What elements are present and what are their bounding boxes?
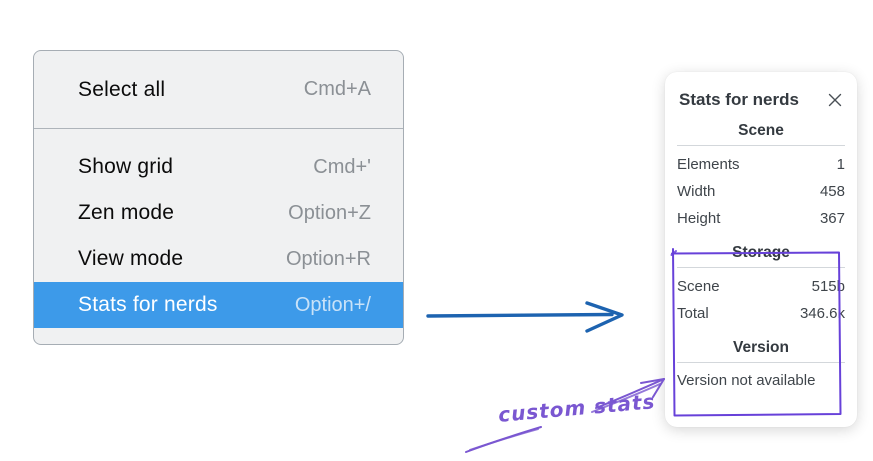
menu-item-zen-mode[interactable]: Zen mode Option+Z bbox=[34, 190, 403, 236]
stat-row-width: Width 458 bbox=[677, 178, 845, 205]
menu-item-shortcut: Cmd+' bbox=[313, 155, 371, 178]
stat-value: 1 bbox=[836, 156, 845, 173]
stats-panel-header: Stats for nerds bbox=[679, 90, 843, 110]
stats-section-storage: Storage Scene 515b Total 346.6k bbox=[677, 242, 845, 327]
stat-label: Scene bbox=[677, 278, 720, 295]
blue-arrow bbox=[426, 301, 624, 333]
section-title: Scene bbox=[738, 122, 784, 139]
section-rule bbox=[677, 267, 845, 268]
menu-item-shortcut: Cmd+A bbox=[303, 78, 371, 100]
close-button[interactable] bbox=[827, 92, 843, 108]
close-icon bbox=[828, 93, 842, 107]
section-title: Version bbox=[733, 339, 789, 356]
menu-item-label: Show grid bbox=[78, 155, 174, 178]
stat-row-scene-storage: Scene 515b bbox=[677, 273, 845, 300]
stat-value: 346.6k bbox=[799, 305, 845, 322]
menu-item-label: Stats for nerds bbox=[78, 293, 218, 316]
stat-value: 515b bbox=[811, 278, 845, 295]
menu-item-shortcut: Option+R bbox=[285, 247, 371, 270]
menu-item-show-grid[interactable]: Show grid Cmd+' bbox=[34, 144, 403, 190]
stat-row-total-storage: Total 346.6k bbox=[677, 300, 845, 327]
menu-separator bbox=[34, 128, 403, 129]
annotation-label: custom stats bbox=[497, 389, 657, 427]
stats-section-version: Version Version not available bbox=[677, 337, 845, 394]
stats-panel-title: Stats for nerds bbox=[679, 90, 799, 109]
menu-item-label: Select all bbox=[78, 77, 166, 101]
menu-item-select-all[interactable]: Select all Cmd+A bbox=[34, 51, 403, 128]
stats-panel: Stats for nerds Scene Elements 1 Width 4… bbox=[665, 72, 857, 427]
stat-row-height: Height 367 bbox=[677, 205, 845, 232]
version-note: Version not available bbox=[677, 372, 816, 389]
section-rule bbox=[677, 362, 845, 363]
stat-label: Height bbox=[677, 210, 721, 227]
section-title: Storage bbox=[732, 244, 790, 261]
menu-item-view-mode[interactable]: View mode Option+R bbox=[34, 236, 403, 282]
stat-row-elements: Elements 1 bbox=[677, 151, 845, 178]
section-rule bbox=[677, 145, 845, 146]
stat-label: Width bbox=[677, 183, 716, 200]
stat-value: 367 bbox=[819, 210, 845, 227]
menu-item-label: Zen mode bbox=[78, 201, 175, 224]
menu-item-shortcut: Option+Z bbox=[288, 201, 371, 224]
menu-item-label: View mode bbox=[78, 247, 184, 270]
menu-item-shortcut: Option+/ bbox=[294, 293, 371, 316]
stat-label: Total bbox=[677, 305, 709, 322]
stat-label: Elements bbox=[677, 156, 740, 173]
menu-group: Show grid Cmd+' Zen mode Option+Z View m… bbox=[34, 129, 403, 328]
context-menu: Select all Cmd+A Show grid Cmd+' Zen mod… bbox=[33, 50, 404, 345]
stat-value: 458 bbox=[819, 183, 845, 200]
stats-section-scene: Scene Elements 1 Width 458 Height 367 bbox=[677, 120, 845, 232]
menu-item-stats-for-nerds[interactable]: Stats for nerds Option+/ bbox=[34, 282, 403, 328]
